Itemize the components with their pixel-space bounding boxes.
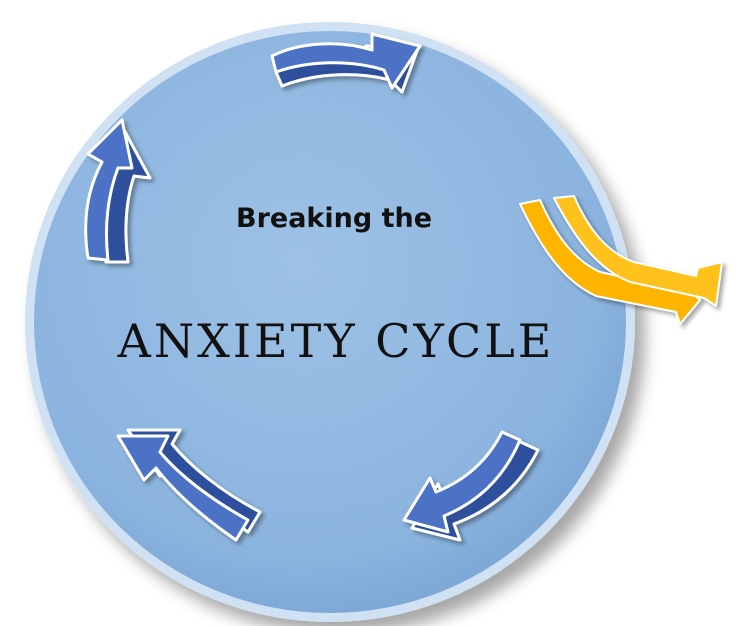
curved-arrow-icon: [116, 428, 262, 542]
curved-arrow-icon: [84, 118, 152, 264]
diagram-title: ANXIETY CYCLE: [117, 314, 555, 368]
curved-arrow-icon: [270, 32, 422, 94]
curved-arrow-icon: [402, 430, 540, 542]
broken-arrow-icon: [519, 195, 723, 325]
diagram-subtitle: Breaking the: [236, 203, 432, 234]
